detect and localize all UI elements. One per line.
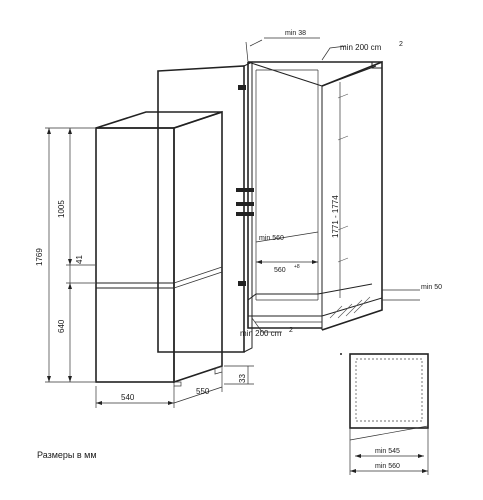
dim-ext-top-clear: [245, 41, 249, 63]
dim-top-clearance: min 38: [285, 30, 306, 37]
fridge-side-face: [173, 110, 223, 384]
open-door: [157, 65, 245, 353]
dim-inner-width-tol: +8: [294, 264, 300, 270]
dim-bottom-vent: min 200 cm: [240, 329, 282, 338]
fixing-bracket-1: [236, 188, 254, 192]
fixing-bracket-3: [236, 212, 254, 216]
niche-drawing: [247, 60, 383, 331]
dimensions-caption: Размеры в мм: [37, 450, 97, 460]
fridge-dimensions: 1769 1005 41 640 540 550 33: [35, 127, 254, 408]
fridge-foot: [173, 381, 182, 387]
dim-top-vent-sup: 2: [399, 41, 403, 48]
dim-inner-width: 560: [274, 267, 286, 274]
niche-right-side: [321, 60, 383, 331]
niche-front-left: [247, 62, 322, 329]
niche-top-vent: [371, 61, 383, 69]
fridge-side-split-2: [173, 271, 223, 289]
fridge-drawing: [95, 110, 223, 387]
niche-top-diagonal: [247, 61, 323, 87]
dim-depth: 550: [196, 387, 210, 396]
dim-upper-section: 1005: [57, 200, 66, 218]
plan-door-swing: [349, 425, 429, 441]
fridge-front: [95, 127, 175, 383]
dim-width: 540: [121, 393, 135, 402]
dim-inner-width-min: min 560: [259, 235, 284, 242]
fixing-bracket-2: [236, 202, 254, 206]
leader-bottom-vent: [251, 317, 282, 333]
niche-floor-back: [247, 283, 373, 301]
plan-dim-min-560: min 560: [375, 463, 400, 470]
plan-marker-dot: [340, 353, 342, 355]
hinge-bottom: [238, 281, 246, 286]
dim-line-inner-width-min: [255, 231, 319, 243]
dim-height-range: 1771 - 1774: [331, 195, 340, 238]
dim-bottom-vent-sup: 2: [289, 327, 293, 334]
plan-view: min 545 min 560: [340, 353, 429, 475]
niche-plinth-top: [248, 297, 383, 317]
niche-top-inner: [321, 65, 377, 87]
dim-rear-gap: min 50: [421, 284, 442, 291]
plan-dim-min-545: min 545: [375, 448, 400, 455]
hinge-top: [238, 85, 246, 90]
leader-top-vent: [321, 45, 347, 61]
dim-line-depth: [173, 386, 223, 404]
fridge-top-face: [95, 111, 223, 129]
dim-lower-section: 640: [57, 319, 66, 333]
dim-line-top-clear-2: [249, 39, 263, 47]
niche-dimensions: min 38 min 200 cm 2 1771 - 1774 min 560 …: [240, 30, 442, 338]
dim-foot: 33: [238, 374, 247, 383]
niche-plinth-hatch: [329, 296, 371, 319]
dim-gap: 41: [75, 255, 84, 264]
fridge-side-split: [173, 266, 223, 284]
dim-total-height: 1769: [35, 248, 44, 266]
door-panel: [157, 61, 254, 353]
plan-inner-outline: [355, 358, 423, 422]
dim-top-vent: min 200 cm: [340, 43, 382, 52]
plan-niche-outline: [349, 353, 429, 429]
